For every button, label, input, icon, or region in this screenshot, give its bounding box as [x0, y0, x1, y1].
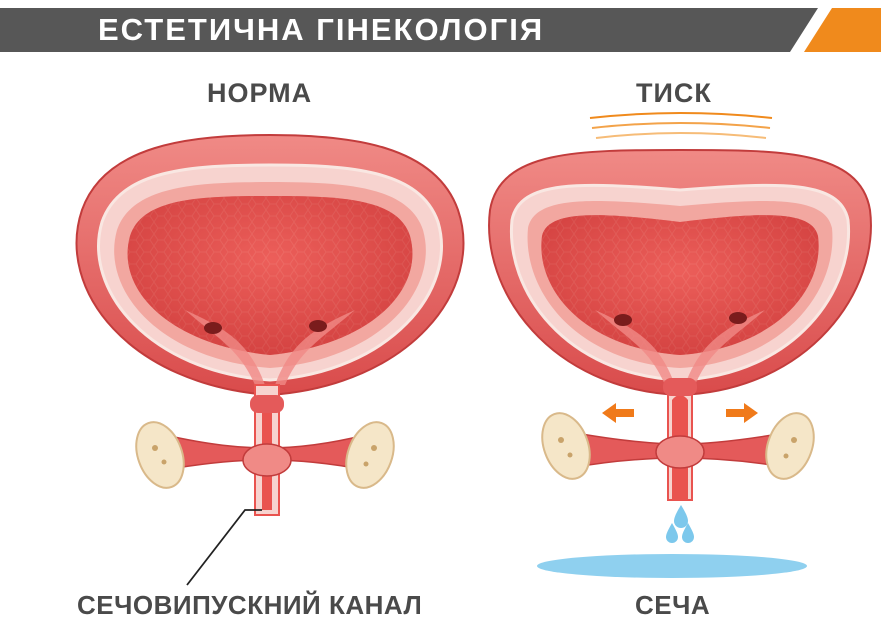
- panel-title-pressure: ТИСК: [636, 78, 712, 108]
- ureter-opening-right: [309, 320, 327, 332]
- label-urethra: СЕЧОВИПУСКНИЙ КАНАЛ: [77, 590, 423, 620]
- sphincter: [655, 435, 705, 469]
- banner-accent-shape: [804, 8, 881, 52]
- panel-title-normal: НОРМА: [207, 78, 313, 108]
- ureter-opening-right: [729, 312, 747, 324]
- pressure-line-2: [591, 122, 771, 129]
- page-title: ЕСТЕТИЧНА ГІНЕКОЛОГІЯ: [98, 12, 545, 47]
- urine-drop-icon: [682, 523, 694, 543]
- bladder-pressure: [488, 112, 872, 578]
- arrow-left-icon: [602, 403, 634, 423]
- sphincter: [242, 443, 292, 477]
- ureter-opening-left: [204, 322, 222, 334]
- bladder-normal: [75, 133, 465, 586]
- label-urine: СЕЧА: [635, 590, 711, 620]
- urine-drop-icon: [674, 505, 688, 528]
- pelvic-bone-left: [135, 421, 185, 489]
- urine-drop-icon: [666, 523, 678, 543]
- pelvic-bone-right: [765, 412, 815, 480]
- urine-puddle: [537, 554, 807, 578]
- pressure-line-3: [595, 132, 767, 139]
- pressure-line-1: [589, 112, 773, 119]
- banner-bar: [0, 8, 881, 52]
- pelvic-bone-left: [541, 412, 591, 480]
- pelvic-bone-right: [345, 421, 395, 489]
- label-pointer-line: [186, 509, 262, 586]
- arrow-right-icon: [726, 403, 758, 423]
- ureter-opening-left: [614, 314, 632, 326]
